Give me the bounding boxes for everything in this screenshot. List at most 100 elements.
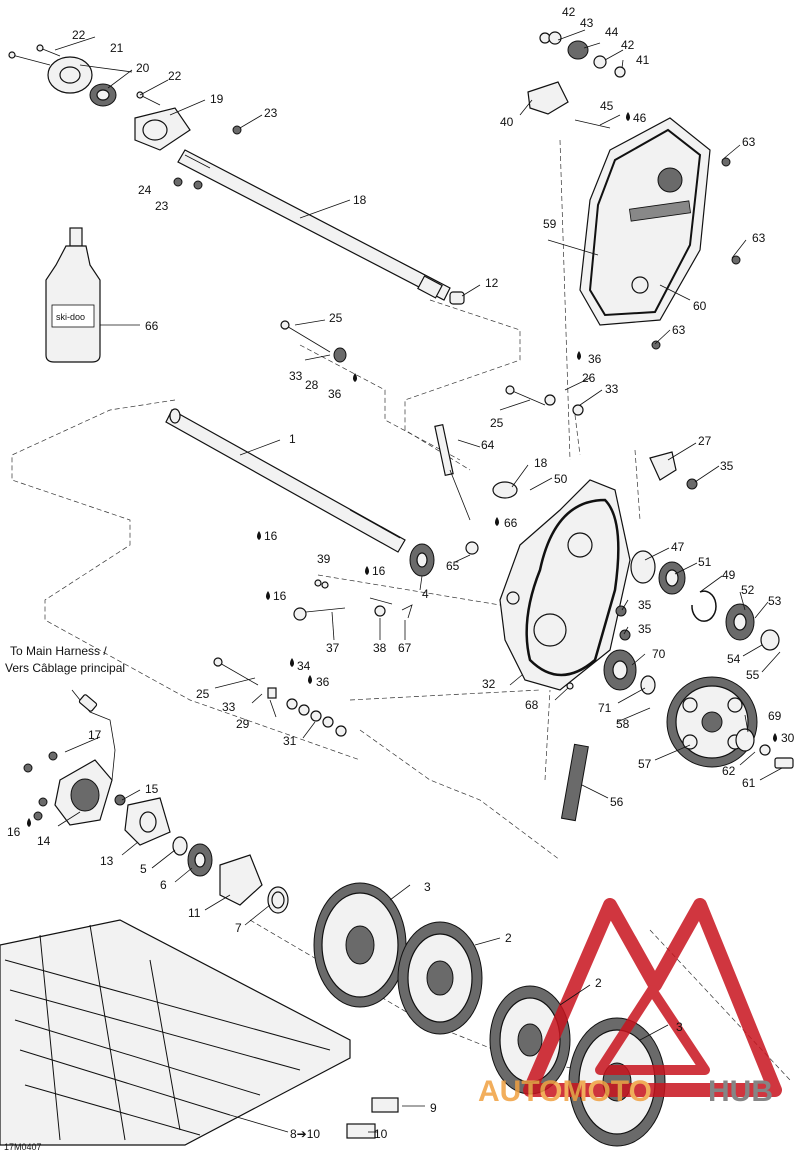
callout-16: 16 (273, 589, 287, 603)
callout-12: 12 (485, 276, 499, 290)
callout-23: 23 (264, 106, 278, 120)
callout-53: 53 (768, 594, 782, 608)
callout-26: 26 (582, 371, 596, 385)
track-8 (0, 919, 351, 1146)
callout-42: 42 (621, 38, 635, 52)
callout-40: 40 (500, 115, 514, 129)
callout-36: 36 (588, 352, 602, 366)
bearing-cover-13 (124, 797, 171, 846)
callout-60: 60 (693, 299, 707, 313)
callout-6: 6 (160, 878, 167, 892)
diagram-code: 17M0407 (4, 1142, 42, 1152)
callout-23: 23 (155, 199, 169, 213)
chaincase-cover-59 (579, 117, 711, 326)
callout-19: 19 (210, 92, 224, 106)
callout-66: 66 (504, 516, 518, 530)
callout-36: 36 (316, 675, 330, 689)
seal-4 (409, 543, 435, 577)
drop-icon (308, 675, 312, 684)
callout-25: 25 (329, 311, 343, 325)
callout-71: 71 (598, 701, 612, 715)
callout-66: 66 (145, 319, 159, 333)
plug-12 (449, 291, 465, 305)
bearing-51 (658, 561, 686, 595)
bolt-25-right (505, 385, 584, 416)
lubricant-drop-icons (27, 112, 777, 827)
wheel-3-left (313, 882, 407, 1008)
callout-25: 25 (196, 687, 210, 701)
callout-67: 67 (398, 641, 412, 655)
bolt-25-lower (213, 657, 347, 737)
callout-46: 46 (633, 111, 647, 125)
callout-16: 16 (264, 529, 278, 543)
callout-9: 9 (430, 1101, 437, 1115)
drive-axle-1 (165, 408, 406, 553)
callout-30: 30 (781, 731, 795, 745)
bearing-6 (187, 843, 213, 877)
seal-47 (630, 550, 656, 584)
callout-18: 18 (353, 193, 367, 207)
callout-18: 18 (534, 456, 548, 470)
callout-27: 27 (698, 434, 712, 448)
callout-63: 63 (672, 323, 686, 337)
bottle-brand-label: ski-doo (56, 312, 85, 322)
callout-31: 31 (283, 734, 297, 748)
callout-33: 33 (605, 382, 619, 396)
callout-14: 14 (37, 834, 51, 848)
bearing-70 (603, 649, 637, 691)
callout-38: 38 (373, 641, 387, 655)
callout-2: 2 (505, 931, 512, 945)
watermark-text-right: HUB (708, 1075, 773, 1108)
callout-32: 32 (482, 677, 496, 691)
slider-clips-9-10 (346, 1097, 399, 1139)
callout-45: 45 (600, 99, 614, 113)
callout-16: 16 (372, 564, 386, 578)
callout-56: 56 (610, 795, 624, 809)
bolt-37 (293, 579, 413, 621)
drop-icon (290, 658, 294, 667)
callout-8-10: 8➔10 (290, 1127, 320, 1141)
callout-64: 64 (481, 438, 495, 452)
watermark-text-left: AUTOMOTO (478, 1075, 652, 1108)
oil-bottle-66: ski-doo (45, 227, 101, 363)
sprocket-2-left (397, 921, 483, 1035)
bearing-housing-14 (54, 759, 113, 826)
callout-68: 68 (525, 698, 539, 712)
callout-33: 33 (222, 700, 236, 714)
chaincase-32 (499, 479, 631, 691)
callout-17: 17 (88, 728, 102, 742)
callout-52: 52 (741, 583, 755, 597)
drop-icon (27, 818, 31, 827)
drop-icon (577, 351, 581, 360)
callout-33: 33 (289, 369, 303, 383)
bolts-top (8, 44, 242, 190)
harness-wire (71, 689, 116, 781)
callout-29: 29 (236, 717, 250, 731)
callout-55: 55 (746, 668, 760, 682)
circlip-49 (691, 590, 717, 622)
harness-note-line1: To Main Harness / (10, 644, 107, 658)
callout-5: 5 (140, 862, 147, 876)
callout-4: 4 (422, 587, 429, 601)
callout-44: 44 (605, 25, 619, 39)
callout-36: 36 (328, 387, 342, 401)
drop-icon (626, 112, 630, 121)
nut-54 (760, 629, 780, 651)
callout-15: 15 (145, 782, 159, 796)
callout-50: 50 (554, 472, 568, 486)
callout-13: 13 (100, 854, 114, 868)
drop-icon (257, 531, 261, 540)
sprocket-53 (725, 603, 755, 641)
callout-leaders (54, 29, 783, 1133)
callout-47: 47 (671, 540, 685, 554)
callout-69: 69 (768, 709, 782, 723)
callout-63: 63 (752, 231, 766, 245)
callout-24: 24 (138, 183, 152, 197)
callout-35: 35 (638, 598, 652, 612)
callout-65: 65 (446, 559, 460, 573)
callout-57: 57 (638, 757, 652, 771)
callout-20: 20 (136, 61, 150, 75)
callout-11: 11 (188, 906, 201, 920)
callout-61: 61 (742, 776, 756, 790)
